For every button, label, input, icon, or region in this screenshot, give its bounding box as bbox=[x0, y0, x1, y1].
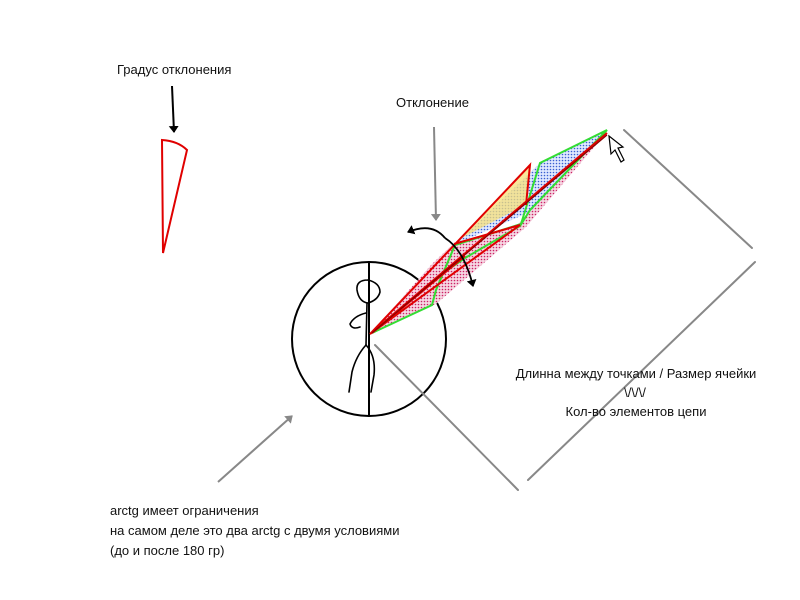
chain-centerline bbox=[371, 134, 608, 334]
red-deviation-lines bbox=[369, 132, 608, 335]
arctg-label-line2: на самом деле это два arctg с двумя усло… bbox=[110, 523, 400, 538]
deviation-label: Отклонение bbox=[396, 95, 469, 110]
rotation-arrow-2 bbox=[444, 237, 477, 287]
deviation-degree-label: Градус отклонения bbox=[117, 62, 232, 77]
distance-label-line3: Кол-во элементов цепи bbox=[565, 404, 707, 419]
arctg-label-line1: arctg имеет ограничения bbox=[110, 503, 259, 518]
green-chain-outline bbox=[371, 129, 608, 334]
deviation-pointer-arrow bbox=[430, 126, 441, 221]
degree-pointer-arrow bbox=[168, 85, 179, 133]
distance-label-line2: \/\/\/ bbox=[624, 385, 646, 400]
arctg-label-line3: (до и после 180 гр) bbox=[110, 543, 225, 558]
rotation-arrow bbox=[407, 225, 446, 239]
degree-wedge bbox=[160, 138, 189, 254]
distance-bracket bbox=[374, 129, 756, 491]
distance-label-line1: Длинна между точками / Размер ячейки bbox=[515, 366, 757, 381]
stick-figure-icon bbox=[348, 279, 381, 393]
arctg-pointer-arrow bbox=[217, 415, 293, 483]
cursor-icon bbox=[608, 134, 625, 163]
